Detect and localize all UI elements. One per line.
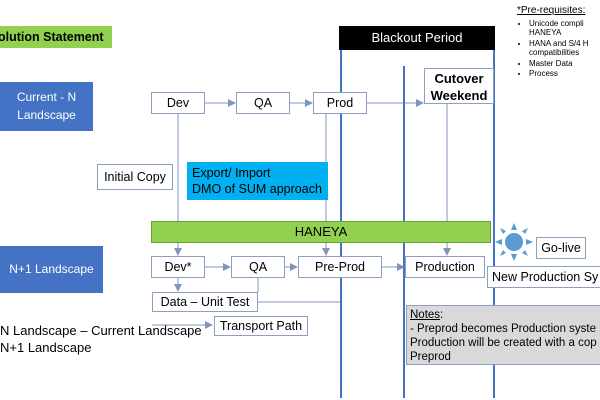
haneya-bar: HANEYA [151, 221, 491, 243]
notes-line: Production will be created with a cop [410, 337, 597, 349]
legend: N Landscape – Current Landscape N+1 Land… [0, 322, 215, 356]
notes-box: Notes: - Preprod becomes Production syst… [406, 305, 600, 365]
transport-path-box: Transport Path [214, 316, 308, 336]
initial-copy-box: Initial Copy [97, 164, 173, 190]
next-landscape-box: N+1 Landscape [0, 246, 103, 293]
export-line2: DMO of SUM approach [192, 182, 322, 196]
notes-title-row: Notes: [410, 308, 600, 322]
cutover-line2: Weekend [430, 88, 488, 103]
prerequisites-title: *Pre-requisites: [517, 6, 586, 16]
current-landscape-line2: Landscape [17, 108, 76, 122]
pre-prod-box: Pre-Prod [298, 256, 382, 278]
current-landscape-line1: Current - N [16, 90, 77, 104]
notes-line: - Preprod becomes Production syste [410, 323, 597, 335]
cutover-weekend-box: Cutover Weekend [424, 68, 494, 104]
prereq-item: Master Data [529, 59, 600, 69]
current-landscape-box: Current - N Landscape [0, 82, 93, 131]
notes-title-colon: : [440, 309, 444, 321]
export-line1: Export/ Import [192, 166, 271, 180]
legend-item-current: N Landscape – Current Landscape [0, 323, 202, 338]
legend-item-next: N+1 Landscape [0, 340, 92, 355]
solution-statement-label: olution Statement [0, 26, 112, 48]
production-box: Production [405, 256, 485, 278]
data-unit-test-box: Data – Unit Test [152, 292, 258, 312]
qa-new-box: QA [231, 256, 285, 278]
go-live-box: Go-live [536, 237, 586, 259]
prereq-item: Process [529, 69, 600, 79]
new-production-box: New Production Sy [487, 266, 600, 288]
dev-box: Dev [151, 92, 205, 114]
notes-line: Preprod [410, 351, 451, 363]
blackout-period-label: Blackout Period [339, 26, 495, 50]
sun-icon [494, 222, 534, 262]
notes-title: Notes [410, 309, 441, 321]
dev-star-box: Dev* [151, 256, 205, 278]
export-import-box: Export/ Import DMO of SUM approach [187, 162, 328, 200]
prod-box: Prod [313, 92, 367, 114]
cutover-line1: Cutover [434, 71, 484, 86]
qa-box: QA [236, 92, 290, 114]
